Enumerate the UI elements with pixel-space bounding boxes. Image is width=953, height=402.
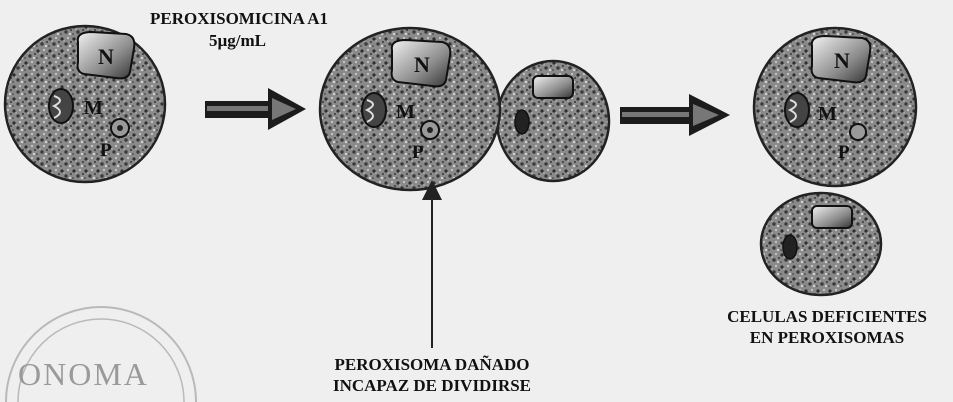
nucleus-letter-3: N [834,48,850,73]
cell-3-result: N M P [752,26,918,188]
damaged-peroxisome-line1: PEROXISOMA DAÑADO [334,355,530,374]
cell-2-dividing: N M P [318,26,611,192]
daughter-nucleus-2 [532,75,574,99]
peroxisome-letter-3: P [838,142,850,163]
compound-label: PEROXISOMICINA A1 [150,9,329,28]
damaged-peroxisome-label: PEROXISOMA DAÑADO INCAPAZ DE DIVIDIRSE [324,354,540,396]
arrow-2 [620,94,730,136]
mitochondria-letter-1: M [84,97,103,119]
nucleus-1: N [76,30,136,80]
mitochondrion-4 [782,234,798,260]
nucleus-4 [811,205,853,229]
watermark-seal [5,306,197,402]
cell-4-deficient [759,191,883,297]
daughter-mitochondrion-2 [514,109,530,135]
peroxisome-2-damaged: P [412,120,440,163]
mitochondria-3: M [784,92,837,128]
nucleus-3: N [810,34,872,84]
mitochondria-letter-3: M [818,103,837,125]
arrow-1 [205,88,306,130]
nucleus-2: N [390,38,452,88]
damaged-peroxisome-line2: INCAPAZ DE DIVIDIRSE [332,376,532,395]
mitochondria-letter-2: M [396,101,415,123]
nucleus-letter-1: N [98,44,114,69]
deficient-cells-label: CELULAS DEFICIENTES EN PEROXISOMAS [714,306,940,348]
cell-1-normal: N M P [3,24,167,184]
peroxisome-3: P [838,123,867,163]
nucleus-letter-2: N [414,52,430,77]
deficient-cells-line2: EN PEROXISOMAS [749,328,905,347]
peroxisome-1: P [100,118,130,161]
mitochondria-1: M [48,88,103,124]
peroxisome-letter-1: P [100,140,112,161]
watermark-text: ONOMA [18,356,149,392]
mitochondria-2: M [361,92,415,128]
concentration-label: 5µg/mL [209,31,267,50]
peroxisome-letter-2: P [412,142,424,163]
deficient-cells-line1: CELULAS DEFICIENTES [727,307,927,326]
